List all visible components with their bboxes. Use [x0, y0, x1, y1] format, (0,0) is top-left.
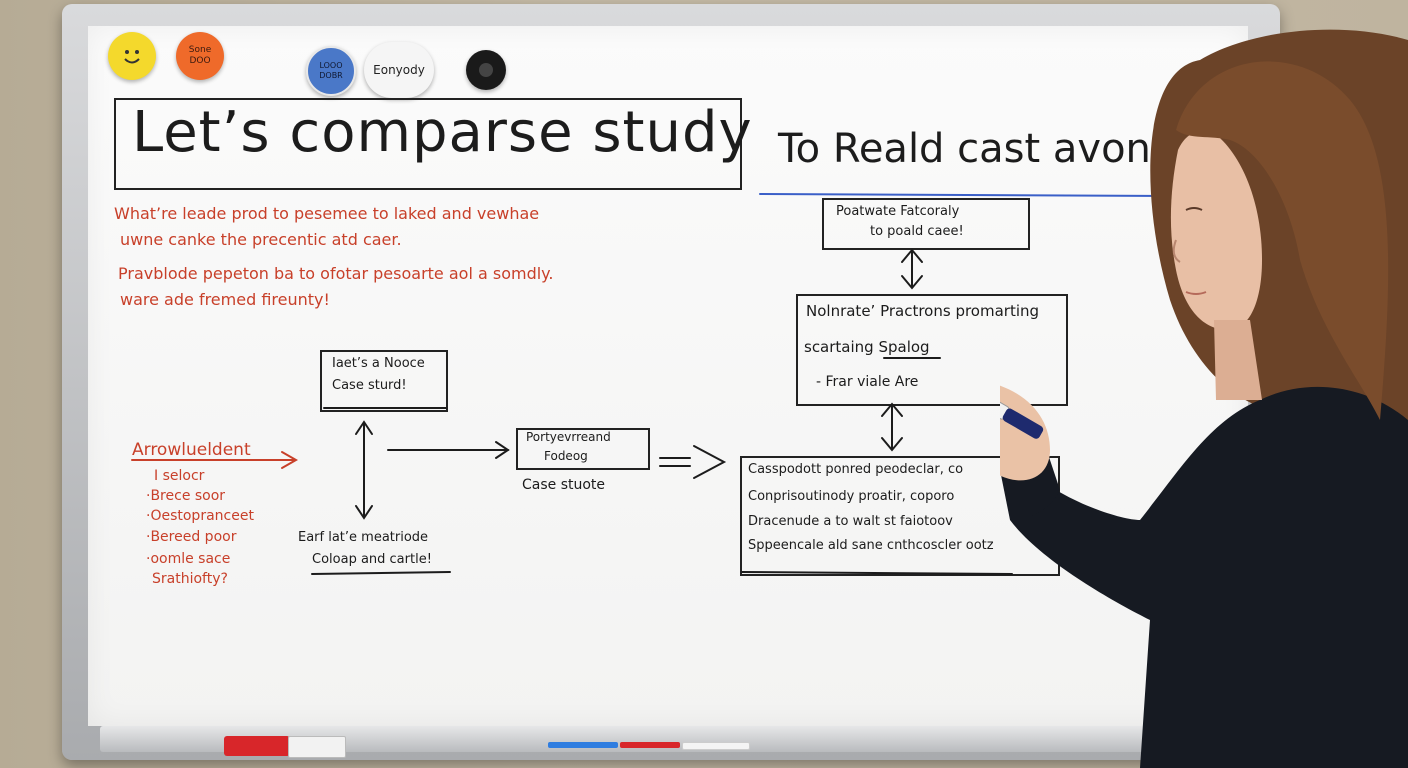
cloud-magnet-label: Eonyody: [373, 63, 425, 77]
red-list-item-1: I selocr: [154, 468, 205, 484]
right-top-box: [822, 198, 1030, 250]
right-bottom-line-2: Conprisoutinody proatir, coporo: [748, 489, 955, 504]
mouth: [1185, 291, 1207, 295]
red-intro-line-2: uwne canke the precentic atd caer.: [120, 230, 402, 249]
left-bottom-line-2: Coloap and cartle!: [312, 552, 432, 567]
white-marker: [682, 742, 750, 750]
red-marker-body: [288, 736, 346, 758]
red-list-heading: Arrowlueldent: [132, 440, 251, 460]
left-case-box: [320, 350, 448, 412]
right-mid-line-2: scartaing Spalog: [804, 338, 930, 356]
middle-box-line-1: Portyevrreand: [526, 430, 611, 444]
blue-magnet[interactable]: LOOO DOBR: [306, 46, 356, 96]
blue-magnet-label: LOOO DOBR: [319, 61, 343, 80]
left-bottom-line-1: Earf lat’e meatriode: [298, 530, 429, 545]
nose: [1172, 239, 1181, 263]
right-mid-line-3: - Frar viale Are: [816, 374, 919, 390]
red-list-item-2: ·Brece soor: [146, 488, 226, 504]
middle-box: [516, 428, 650, 470]
face: [1170, 129, 1262, 330]
sweater: [1010, 386, 1408, 768]
presenter-person: [1000, 29, 1408, 768]
right-top-line-1: Poatwate Fatcoraly: [836, 204, 960, 219]
left-box-line-1: Iaet’s a Nooce: [332, 356, 425, 371]
right-top-line-2: to poald caee!: [870, 224, 964, 239]
board-title-right: To Reald cast avon: [778, 126, 1151, 172]
red-marker-cap: [224, 736, 290, 756]
cloud-magnet[interactable]: Eonyody: [364, 42, 434, 98]
held-marker: [1000, 363, 1044, 439]
red-intro-line-1: What’re leade prod to pesemee to laked a…: [114, 204, 540, 223]
magnet-center: [479, 63, 493, 77]
hair-front: [1176, 61, 1389, 420]
red-list-item-6: Srathiofty?: [152, 571, 228, 587]
right-bottom-line-1: Casspodott ponred peodeclar, co: [748, 462, 964, 477]
red-intro-line-3: Pravblode pepeton ba to ofotar pesoarte …: [118, 264, 554, 283]
middle-box-line-2: Fodeog: [544, 449, 588, 463]
right-middle-box: [796, 294, 1068, 406]
right-mid-line-1: Nolnrate’ Practrons promarting: [806, 302, 1040, 320]
red-list-item-3: ·Oestopranceet: [146, 508, 254, 524]
blue-marker: [548, 742, 618, 748]
board-title: Let’s comparse study: [132, 100, 753, 165]
title-box: [114, 98, 742, 190]
whiteboard-surface: [88, 26, 1248, 726]
orange-magnet[interactable]: Sone DOO: [176, 32, 224, 80]
eye: [1185, 207, 1203, 211]
neck: [1214, 320, 1262, 400]
red-list-item-5: ·oomle sace: [146, 551, 231, 567]
right-bottom-line-3: Dracenude a to walt st faiotoov: [748, 514, 953, 529]
right-bottom-line-4: Sppeencale ald sane cnthcoscler ootz: [748, 538, 994, 553]
smiley-magnet[interactable]: [108, 32, 156, 80]
middle-caption: Case stuote: [522, 477, 606, 493]
red-intro-line-4: ware ade fremed fireunty!: [120, 290, 330, 309]
left-box-line-2: Case sturd!: [332, 378, 407, 393]
orange-magnet-label: Sone DOO: [188, 45, 212, 66]
small-markers-on-tray[interactable]: [548, 740, 750, 750]
red-list-item-4: ·Bereed poor: [146, 529, 237, 545]
black-magnet[interactable]: [466, 50, 506, 90]
red-marker-on-tray[interactable]: [224, 734, 346, 758]
red-marker-small: [620, 742, 680, 748]
smiley-icon: [124, 50, 140, 64]
hand: [1000, 385, 1050, 481]
